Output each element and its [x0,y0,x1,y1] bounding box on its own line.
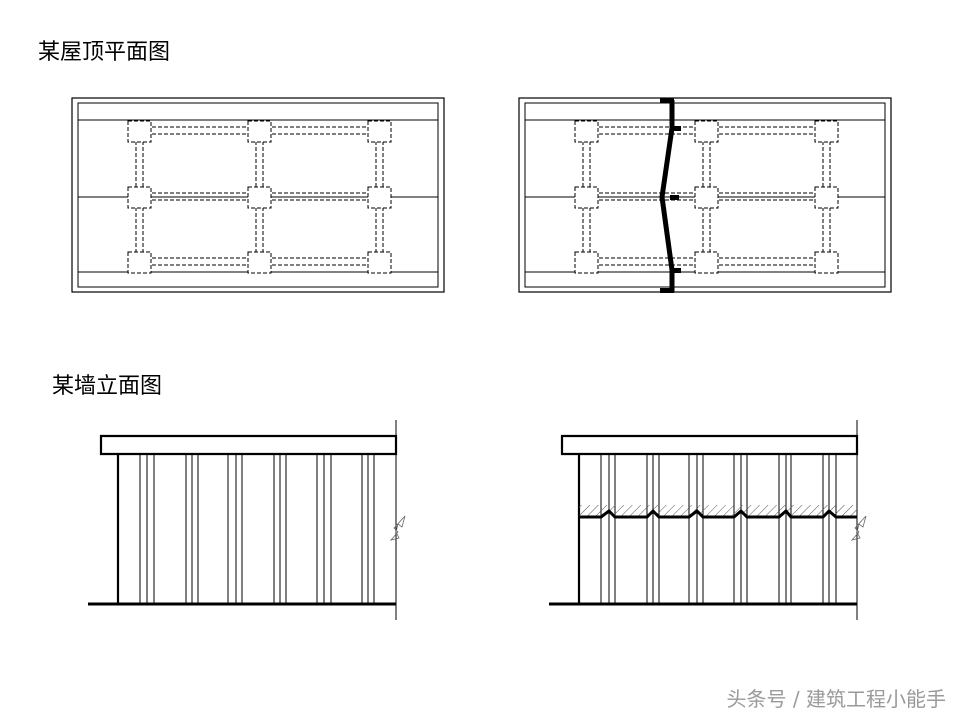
column [574,120,599,143]
column [367,251,392,274]
column [367,186,392,209]
roof-plan-title: 某屋顶平面图 [38,40,171,65]
column [694,251,719,274]
plan-outer-border [518,97,892,293]
column [127,120,152,143]
column [574,186,599,209]
wall-elevation-title: 某墙立面图 [52,374,163,399]
plan-inner-border [524,102,886,288]
column [694,186,719,209]
column [814,251,839,274]
crack-tick [672,126,681,131]
column [574,251,599,274]
wall-elevation-original [88,420,406,620]
column [247,251,272,274]
watermark: 头条号 / 建筑工程小能手 [726,687,946,711]
column [694,120,719,143]
column [127,251,152,274]
column [814,120,839,143]
crack-tick [660,288,674,293]
column [367,120,392,143]
horizontal-crack [579,508,857,519]
column [814,186,839,209]
column [247,120,272,143]
crack-tick [670,195,679,200]
wall-elevation-with-crack [549,420,867,620]
break-symbol [389,515,406,541]
crack-tick [660,98,674,103]
roof-plan-original [71,97,445,293]
crack-hatch [579,505,857,517]
crack-line [659,100,675,292]
plan-outer-border [71,97,445,293]
roof-slab [560,434,859,456]
column [127,186,152,209]
column [247,186,272,209]
plan-inner-border [77,102,439,288]
roof-plan-with-crack [518,97,892,293]
break-symbol [850,515,867,541]
crack-tick [672,268,681,273]
roof-slab [99,434,398,456]
